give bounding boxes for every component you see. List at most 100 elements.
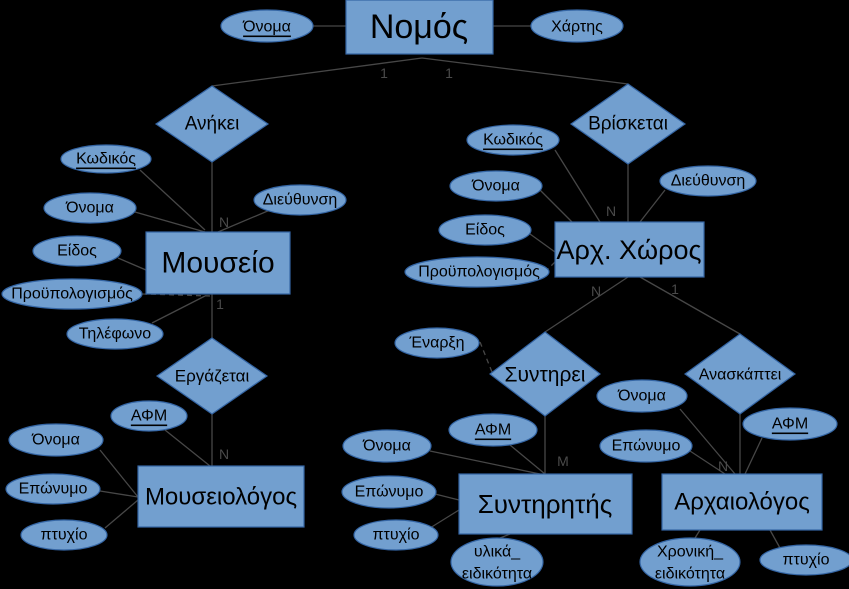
attr-syntirei-enarxi-label: Έναρξη <box>409 335 465 352</box>
relationship-anaskaptei: Ανασκάπτει <box>683 333 797 415</box>
card-nomos-vrisketai: 1 <box>445 65 453 81</box>
card-mouseio-ergazetai: 1 <box>216 296 224 312</box>
attr-mouseiologos-ptyxio: πτυχίο <box>20 519 108 551</box>
attr-arx-xoros-onoma: Όνομα <box>449 170 543 202</box>
attr-mouseio-onoma-label: Όνομα <box>65 200 114 217</box>
attr-arxaiologos-onoma: Όνομα <box>596 379 688 413</box>
entity-nomos-label: Νομός <box>370 8 468 46</box>
attr-arxaiologos-xroniki-line1: Χρονική_ <box>657 544 724 561</box>
attr-arxaiologos-eponymo-label: Επώνυμο <box>612 438 681 455</box>
attr-arxaiologos-ptyxio: πτυχίο <box>759 544 849 576</box>
attr-nomos-xartis: Χάρτης <box>530 9 624 43</box>
attr-arx-xoros-dieuthinsi-label: Διεύθυνση <box>671 173 746 190</box>
attr-syntiritis-afm-label: ΑΦΜ <box>475 422 511 439</box>
link-arx-xoros-eidos <box>529 233 556 253</box>
link-mouseiologos-eponymo <box>99 490 139 498</box>
attr-mouseiologos-eponymo-label: Επώνυμο <box>19 481 88 498</box>
attr-arxaiologos-afm: ΑΦΜ <box>742 407 838 441</box>
link-syntiritis-onoma <box>429 450 541 475</box>
card-arx-xoros-anaskaptei: 1 <box>671 281 679 297</box>
attr-arx-xoros-eidos-label: Είδος <box>465 222 505 239</box>
link-syntiritis-ylika <box>499 533 511 539</box>
attr-mouseio-tilefono-label: Τηλέφωνο <box>79 326 152 343</box>
card-nomos-anikei: 1 <box>380 65 388 81</box>
relationship-anikei-label: Ανήκει <box>185 114 240 135</box>
attr-mouseio-eidos: Είδος <box>32 235 122 267</box>
card-arxaiologos-anaskaptei: N <box>718 458 728 474</box>
attr-syntiritis-onoma-label: Όνομα <box>362 438 411 455</box>
entity-mouseio: Μουσείο <box>145 231 291 295</box>
entity-arxaiologos-label: Αρχαιολόγος <box>674 489 810 516</box>
link-arxaiologos-afm <box>744 437 763 475</box>
attr-arx-xoros-proypologismos-label: Προϋπολογισμός <box>418 264 540 281</box>
connectors <box>99 25 781 549</box>
attr-nomos-onoma-label: Όνομα <box>242 19 291 36</box>
attr-syntiritis-onoma: Όνομα <box>342 429 432 463</box>
attr-mouseiologos-onoma-label: Όνομα <box>31 432 80 449</box>
relationship-vrisketai-label: Βρίσκεται <box>588 114 668 135</box>
card-arx-xoros-vrisketai: N <box>606 203 616 219</box>
relationship-anikei: Ανήκει <box>154 85 270 163</box>
link-mouseio-kodikos <box>139 169 206 231</box>
attr-nomos-onoma: Όνομα <box>220 9 314 43</box>
link-mouseio-tilefono <box>151 295 206 324</box>
relationship-syntirei-label: Συντηρει <box>505 364 586 387</box>
attr-arxaiologos-onoma-label: Όνομα <box>617 388 666 405</box>
attr-mouseiologos-afm: ΑΦΜ <box>110 400 188 432</box>
attr-mouseio-onoma: Όνομα <box>43 192 137 224</box>
attr-arx-xoros-dieuthinsi: Διεύθυνση <box>659 165 757 197</box>
link-nomos-anikei <box>211 57 423 87</box>
attr-syntiritis-ptyxio: πτυχίο <box>353 519 439 551</box>
entity-arx-xoros: Αρχ. Χώρος <box>554 221 705 278</box>
attr-mouseiologos-eponymo: Επώνυμο <box>5 473 101 505</box>
link-syntiritis-ptyxio <box>429 509 460 529</box>
relationship-vrisketai: Βρίσκεται <box>569 83 687 165</box>
link-arx-xoros-onoma <box>539 189 573 223</box>
attr-arxaiologos-xroniki-line2: ειδικότητα <box>655 566 725 583</box>
attr-mouseio-dieuthinsi-label: Διεύθυνση <box>263 192 338 209</box>
attr-mouseiologos-afm-label: ΑΦΜ <box>131 408 167 425</box>
link-arxaiologos-ptyxio <box>769 529 781 549</box>
relationship-anaskaptei-label: Ανασκάπτει <box>699 367 782 384</box>
link-arx-xoros-dieuthinsi <box>639 189 666 223</box>
link-mouseio-eidos <box>117 257 147 271</box>
entity-mouseio-label: Μουσείο <box>161 247 274 280</box>
attr-mouseiologos-ptyxio-label: πτυχίο <box>41 527 88 544</box>
card-arx-xoros-syntirei: N <box>591 283 601 299</box>
link-mouseiologos-afm <box>164 429 211 467</box>
link-syntirei-enarxi <box>479 341 493 373</box>
entity-nomos: Νομός <box>345 0 494 55</box>
attr-syntiritis-eponymo-label: Επώνυμο <box>355 484 424 501</box>
attr-arxaiologos-afm-label: ΑΦΜ <box>772 416 808 433</box>
card-mouseio-anikei: N <box>219 214 229 230</box>
attr-arx-xoros-kodikos-label: Κωδικός <box>483 132 543 149</box>
link-arxaiologos-xroniki <box>694 529 701 539</box>
attr-arxaiologos-eponymo: Επώνυμο <box>599 429 693 463</box>
entity-syntiritis: Συντηρητής <box>458 473 633 535</box>
link-arxaiologos-onoma <box>679 408 736 475</box>
attr-mouseio-proypologismos-label: Προϋπολογισμός <box>11 286 133 303</box>
attr-mouseio-eidos-label: Είδος <box>57 243 97 260</box>
link-mouseiologos-ptyxio <box>104 499 139 529</box>
attr-mouseio-dieuthinsi: Διεύθυνση <box>253 184 347 216</box>
attr-mouseio-tilefono: Τηλέφωνο <box>66 318 164 350</box>
link-mouseio-onoma <box>134 211 206 233</box>
attr-syntirei-enarxi: Έναρξη <box>394 327 480 359</box>
entity-mouseiologos-label: Μουσειολόγος <box>145 484 297 511</box>
relationship-ergazetai: Εργάζεται <box>155 337 269 415</box>
attr-syntiritis-ylika-eidikotita: υλικά_ ειδικότητα <box>450 537 544 587</box>
attr-arx-xoros-eidos: Είδος <box>438 214 532 246</box>
cardinality-labels: 1 1 N 1 N N N 1 M N <box>216 65 728 474</box>
link-syntiritis-afm <box>509 444 546 475</box>
card-syntiritis-syntirei: M <box>557 453 569 469</box>
attr-mouseiologos-onoma: Όνομα <box>8 423 104 457</box>
attr-nomos-xartis-label: Χάρτης <box>551 19 603 36</box>
attr-arx-xoros-kodikos: Κωδικός <box>466 124 560 156</box>
attr-mouseio-kodikos-label: Κωδικός <box>76 151 136 168</box>
attr-syntiritis-ylika-line2: ειδικότητα <box>462 566 532 583</box>
attr-arxaiologos-ptyxio-label: πτυχίο <box>783 552 830 569</box>
attr-syntiritis-ylika-line1: υλικά_ <box>474 544 521 561</box>
attr-arx-xoros-proypologismos: Προϋπολογισμός <box>404 256 550 288</box>
link-mouseiologos-onoma <box>99 449 139 498</box>
